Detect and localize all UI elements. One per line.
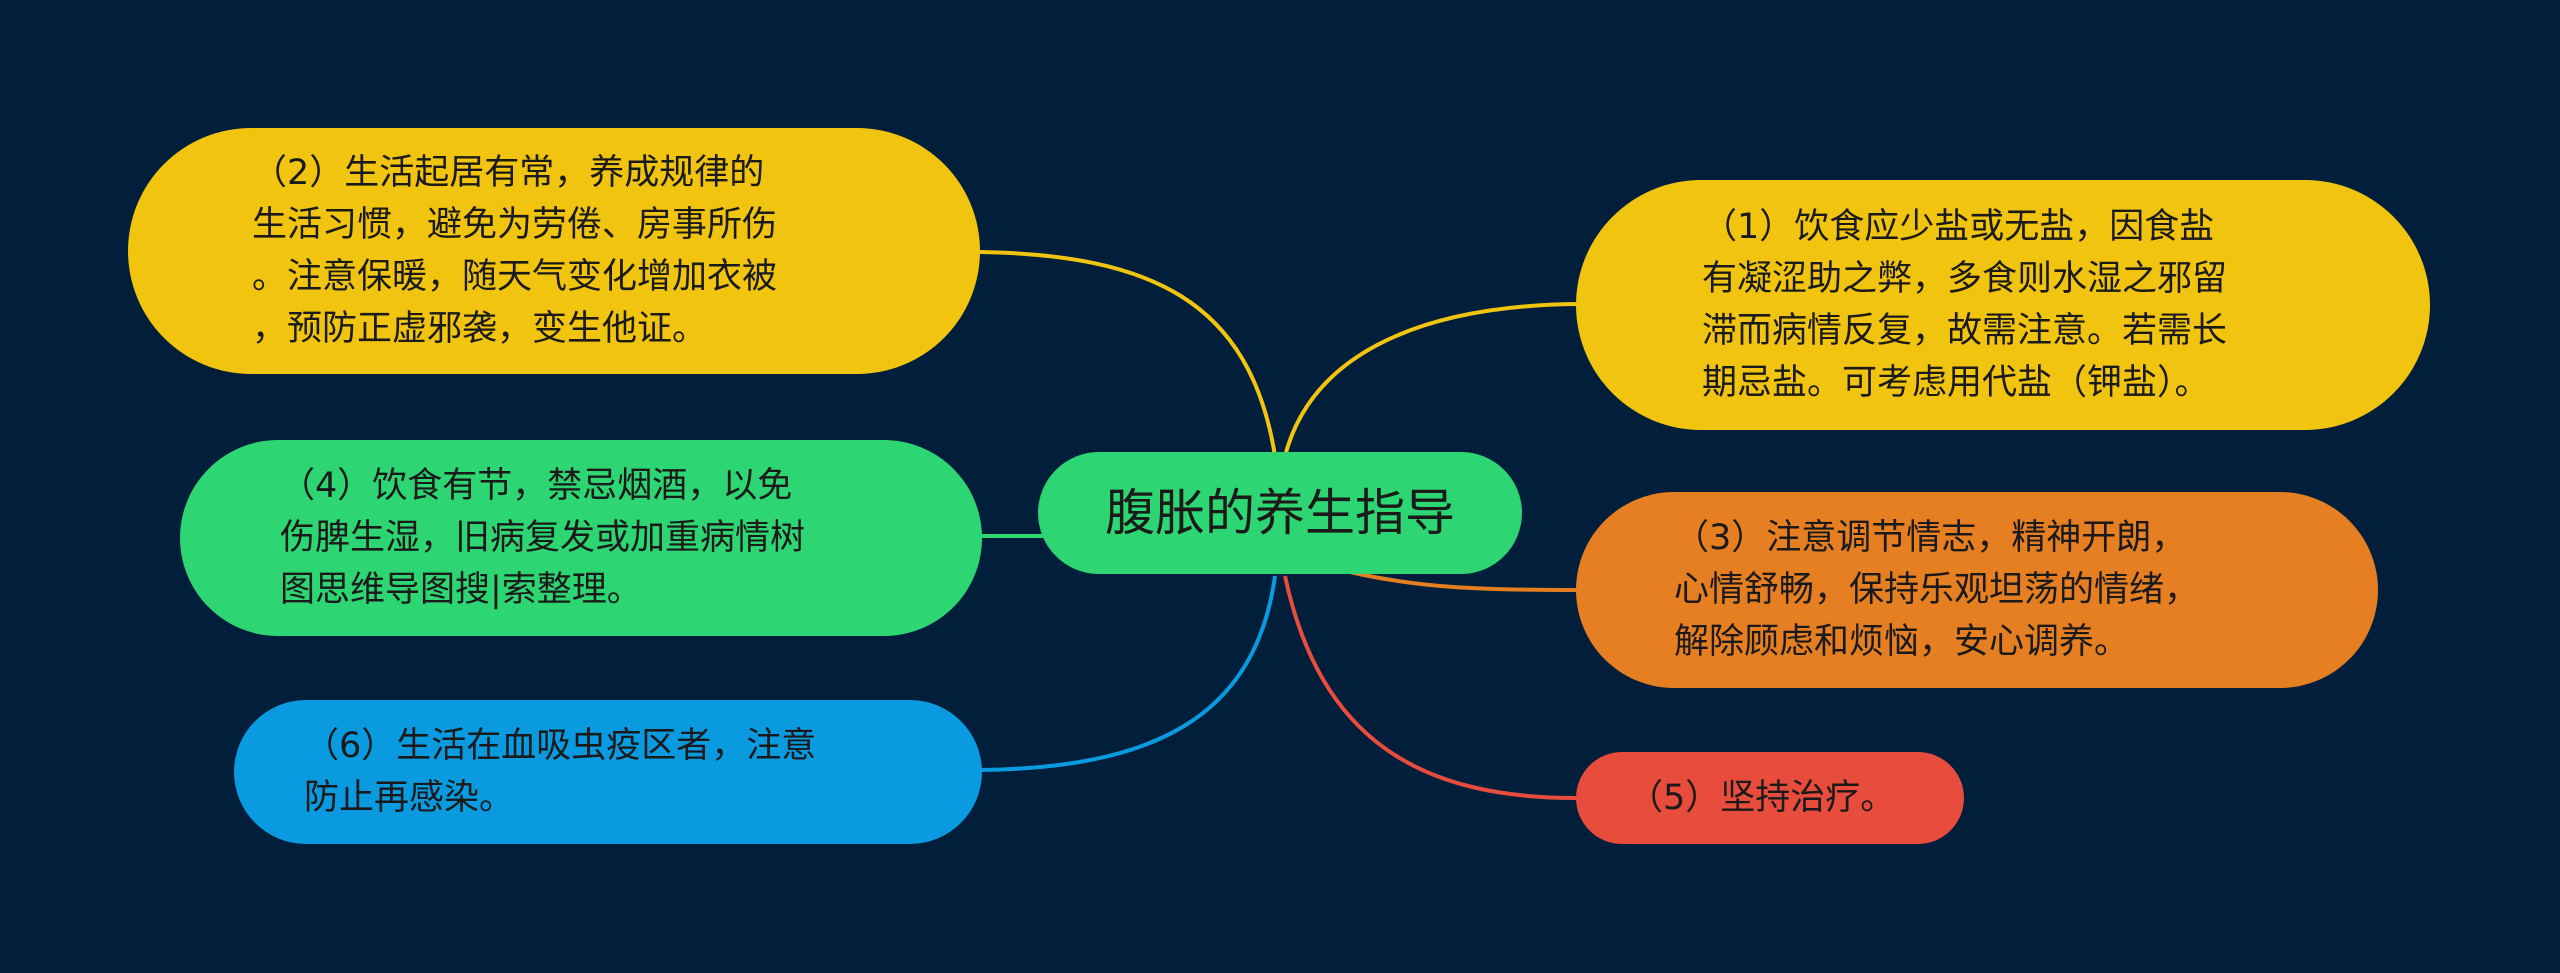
branch-label-2: （2）生活起居有常，养成规律的 生活习惯，避免为劳倦、房事所伤 。注意保暖，随天… [252,153,778,349]
branch-label-3: （3）注意调节情志，精神开朗， 心情舒畅，保持乐观坦荡的情绪， 解除顾虑和烦恼，… [1674,518,2200,662]
connector-n2 [979,250,1277,457]
branch-node-5[interactable]: （5）坚持治疗。 [1576,752,1964,844]
branch-label-1: （1）饮食应少盐或无盐，因食盐 有凝涩助之弊，多食则水湿之邪留 滞而病情反复，故… [1702,207,2228,403]
central-topic-node[interactable]: 腹胀的养生指导 [1038,452,1522,574]
branch-label-6: （6）生活在血吸虫疫区者，注意 防止再感染。 [304,726,817,818]
branch-node-1[interactable]: （1）饮食应少盐或无盐，因食盐 有凝涩助之弊，多食则水湿之邪留 滞而病情反复，故… [1576,180,2430,430]
branch-label-5: （5）坚持治疗。 [1628,778,1896,818]
branch-node-4[interactable]: （4）饮食有节，禁忌烟酒，以免 伤脾生湿，旧病复发或加重病情树 图思维导图搜|索… [180,440,982,636]
branch-label-4: （4）饮食有节，禁忌烟酒，以免 伤脾生湿，旧病复发或加重病情树 图思维导图搜|索… [280,466,806,610]
connector-n1 [1283,302,1577,457]
connector-n6 [979,575,1277,772]
connector-n5 [1283,575,1577,800]
branch-node-6[interactable]: （6）生活在血吸虫疫区者，注意 防止再感染。 [234,700,982,844]
branch-node-2[interactable]: （2）生活起居有常，养成规律的 生活习惯，避免为劳倦、房事所伤 。注意保暖，随天… [128,128,980,374]
connector-n3 [1349,570,1577,592]
central-topic-label: 腹胀的养生指导 [1105,484,1455,542]
branch-node-3[interactable]: （3）注意调节情志，精神开朗， 心情舒畅，保持乐观坦荡的情绪， 解除顾虑和烦恼，… [1576,492,2378,688]
